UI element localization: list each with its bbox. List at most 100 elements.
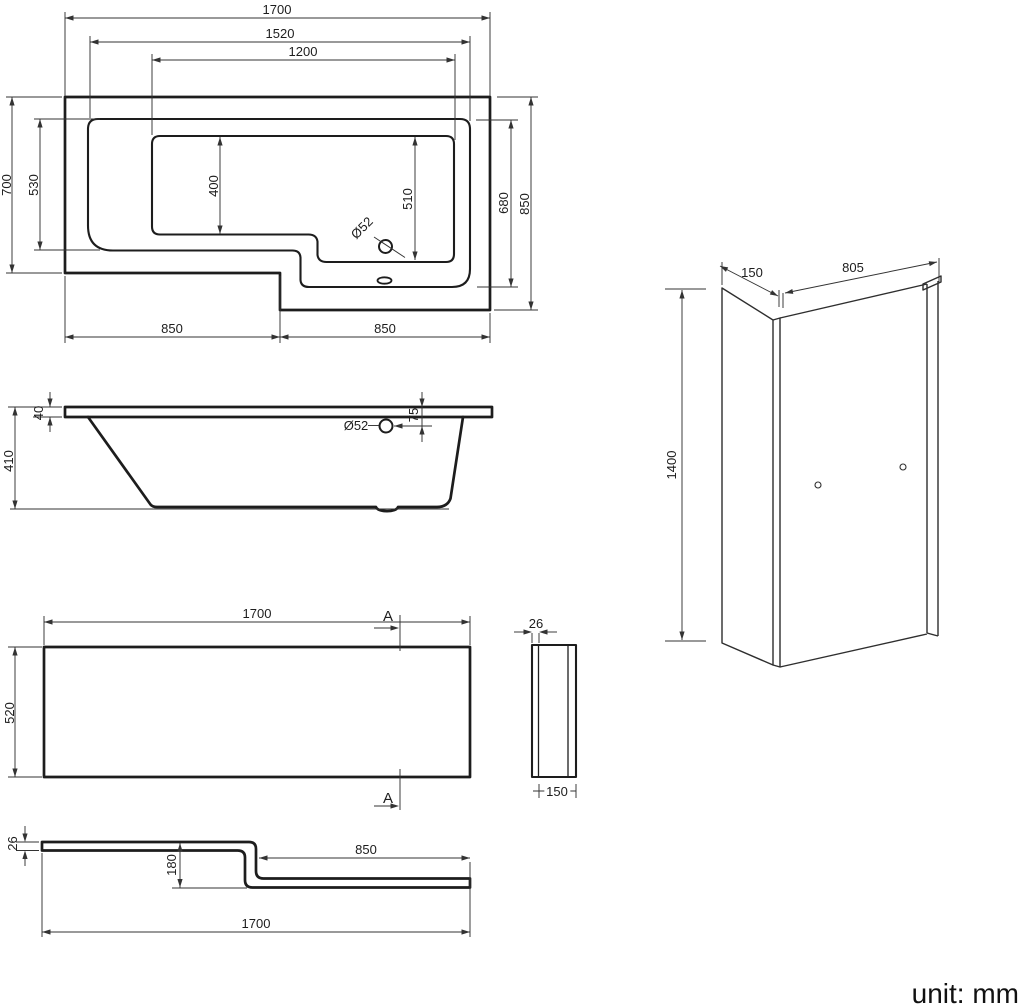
tub-rim-inner-outline bbox=[86, 117, 472, 289]
dim-well-width-right: 510 bbox=[400, 188, 415, 210]
screen-return-panel bbox=[721, 287, 774, 666]
dim-arrow bbox=[259, 855, 268, 861]
dim-arrow bbox=[42, 929, 51, 935]
dim-line bbox=[784, 261, 938, 294]
side-panel-section-view: 26 150 bbox=[514, 616, 578, 802]
dim-bottom-right: 850 bbox=[374, 321, 396, 336]
dim-arrow bbox=[679, 290, 685, 299]
dim-left-rim-width: 530 bbox=[26, 174, 41, 196]
dim-profile-step-length: 850 bbox=[355, 842, 377, 857]
dim-arrow bbox=[508, 278, 514, 287]
dim-arrow bbox=[22, 833, 28, 842]
dim-arrow bbox=[12, 500, 18, 509]
section-marker-bottom: A bbox=[383, 790, 393, 807]
overflow-slot bbox=[376, 276, 393, 285]
dim-panel-length: 1700 bbox=[243, 606, 272, 621]
dim-arrow bbox=[271, 334, 280, 340]
dim-return-width: 150 bbox=[741, 265, 763, 280]
dim-arrow bbox=[177, 879, 183, 888]
dim-arrow bbox=[508, 120, 514, 129]
drain-leader-line bbox=[373, 236, 406, 258]
fixing-hole bbox=[814, 481, 822, 489]
dim-arrow bbox=[461, 619, 470, 625]
overflow-hole bbox=[378, 418, 394, 434]
dim-profile-step-height: 180 bbox=[164, 854, 179, 876]
dim-arrow bbox=[47, 417, 53, 426]
dim-arrow bbox=[528, 301, 534, 310]
screen-hinge-profile bbox=[772, 317, 781, 668]
tub-outer-outline bbox=[63, 95, 492, 312]
drain-hole bbox=[378, 239, 393, 254]
section-arrow bbox=[390, 803, 399, 809]
dim-arrow bbox=[412, 251, 418, 260]
dim-arrow bbox=[720, 266, 729, 272]
bath-top-view: 1700 1520 1200 700 530 400 510 680 850 8… bbox=[0, 2, 538, 343]
dim-arrow bbox=[481, 334, 490, 340]
rim-slab-profile bbox=[63, 405, 494, 419]
dim-arrow bbox=[412, 137, 418, 146]
panel-section-outline bbox=[530, 643, 578, 779]
fixing-hole bbox=[899, 463, 907, 471]
dim-panel-width: 805 bbox=[842, 260, 864, 275]
dim-arrow bbox=[177, 843, 183, 852]
dim-arrow bbox=[928, 261, 937, 267]
dim-panel-height: 520 bbox=[2, 702, 17, 724]
dim-arrow bbox=[461, 929, 470, 935]
unit-note: unit: mm bbox=[912, 978, 1019, 1005]
tub-well-outline bbox=[150, 134, 456, 264]
dim-arrow bbox=[785, 289, 794, 294]
dim-arrow bbox=[9, 97, 15, 106]
wall-profile-bottom-edge bbox=[926, 632, 939, 637]
section-marker-top: A bbox=[383, 608, 393, 625]
wall-profile-cap bbox=[922, 275, 942, 291]
dim-arrow bbox=[65, 334, 74, 340]
dim-arrow bbox=[9, 264, 15, 273]
dim-profile-thickness: 26 bbox=[5, 836, 20, 850]
dim-arrow bbox=[44, 619, 53, 625]
dim-arrow bbox=[280, 334, 289, 340]
dim-body-height: 410 bbox=[1, 450, 16, 472]
dim-screen-height: 1400 bbox=[664, 451, 679, 480]
dim-right-rim-width: 680 bbox=[496, 192, 511, 214]
dim-well-width-left: 400 bbox=[206, 175, 221, 197]
dim-arrow bbox=[419, 398, 425, 407]
dim-arrow bbox=[12, 768, 18, 777]
front-panel-view: 1700 520 A A bbox=[2, 606, 472, 810]
screen-panel-bottom-edge bbox=[779, 633, 928, 668]
dim-overflow-diameter: Ø52 bbox=[344, 418, 369, 433]
dim-overflow-offset: 75 bbox=[406, 408, 421, 422]
bath-side-view: 40 410 Ø52 75 bbox=[1, 392, 494, 513]
dim-arrow bbox=[461, 39, 470, 45]
dim-arrow bbox=[394, 423, 403, 429]
dim-line bbox=[719, 265, 779, 297]
dim-arrow bbox=[679, 631, 685, 640]
screen-panel-top-edge bbox=[779, 283, 928, 319]
dim-arrow bbox=[37, 119, 43, 128]
dim-arrow bbox=[446, 57, 455, 63]
dim-arrow bbox=[528, 97, 534, 106]
dim-arrow bbox=[37, 241, 43, 250]
dim-arrow bbox=[769, 290, 778, 296]
dim-arrow bbox=[22, 850, 28, 859]
dim-arrow bbox=[539, 629, 548, 635]
dim-arrow bbox=[65, 15, 74, 21]
dim-section-thickness: 26 bbox=[529, 616, 543, 631]
dim-drain-diameter: Ø52 bbox=[348, 214, 376, 242]
dim-arrow bbox=[47, 398, 53, 407]
dim-rim-length: 1520 bbox=[266, 26, 295, 41]
dim-left-width: 700 bbox=[0, 174, 14, 196]
panel-profile-outline bbox=[40, 840, 472, 889]
dim-arrow bbox=[152, 57, 161, 63]
shower-screen-view: 150 805 1400 bbox=[664, 258, 942, 668]
dim-arrow bbox=[523, 629, 532, 635]
dim-arrow bbox=[12, 647, 18, 656]
dim-right-width: 850 bbox=[517, 193, 532, 215]
dim-arrow bbox=[90, 39, 99, 45]
dim-arrow bbox=[12, 407, 18, 416]
dim-well-length: 1200 bbox=[289, 44, 318, 59]
section-arrow bbox=[390, 625, 399, 631]
dim-arrow bbox=[461, 855, 470, 861]
dim-profile-overall-length: 1700 bbox=[242, 916, 271, 931]
